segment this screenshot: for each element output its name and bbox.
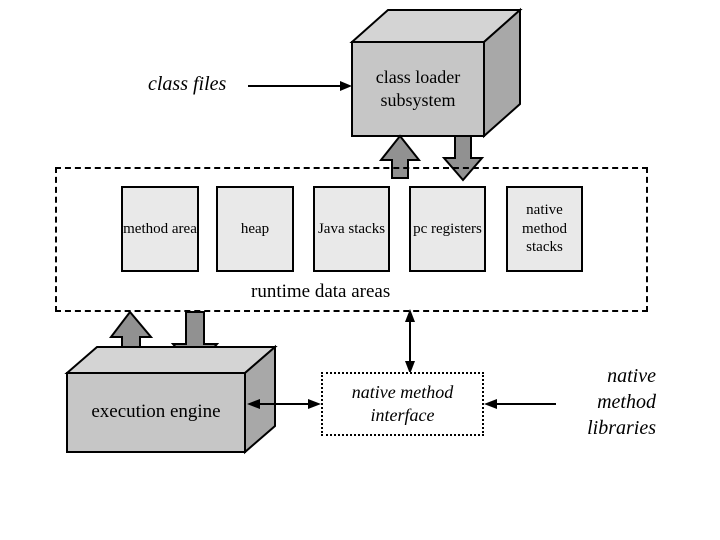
runtime-box-method-area: method area: [121, 186, 199, 272]
class-loader-top-face: [349, 9, 523, 43]
execution-engine-side-face: [244, 344, 276, 455]
runtime-to-jni-arrow: [405, 309, 415, 374]
runtime-box-heap: heap: [216, 186, 294, 272]
native-method-libraries-label: native method libraries: [587, 365, 656, 439]
engine-write-down-block-arrow: [170, 311, 220, 372]
execution-engine-top-face: [64, 346, 278, 374]
runtime-box-pc-registers: pc registers: [409, 186, 486, 272]
class-loader-side-face: [483, 7, 521, 139]
engine-to-jni-arrow: [247, 399, 321, 409]
engine-read-up-block-arrow: [108, 310, 154, 367]
native-method-interface-box: native method interface: [321, 372, 484, 436]
runtime-data-areas-container: [55, 167, 648, 312]
runtime-box-java-stacks: Java stacks: [313, 186, 390, 272]
runtime-data-areas-label: runtime data areas: [251, 281, 391, 302]
runtime-box-native-method-stacks: native method stacks: [506, 186, 583, 272]
class-loader-subsystem-label: class loader subsystem: [375, 66, 461, 110]
class-files-arrow: [248, 81, 352, 91]
libraries-to-jni-arrow: [484, 399, 556, 409]
execution-engine-label: execution engine: [91, 401, 221, 423]
class-files-label: class files: [148, 73, 227, 95]
